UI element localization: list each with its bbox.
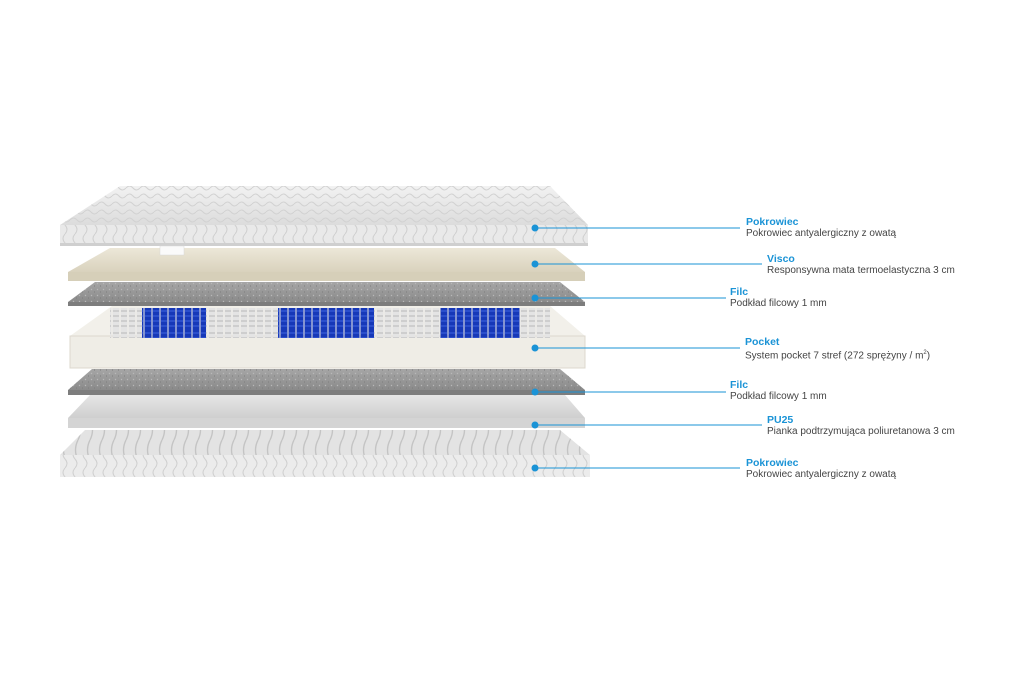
callout-visco [531, 260, 762, 268]
callout-cover-bottom [531, 464, 740, 472]
layer-description: Responsywna mata termoelastyczna 3 cm [767, 265, 955, 276]
layer-pu25 [68, 395, 585, 428]
layer-description: Pokrowiec antyalergiczny z owatą [746, 469, 897, 480]
callout-cover-top [531, 224, 740, 232]
layer-description: System pocket 7 stref (272 sprężyny / m2… [745, 350, 931, 362]
layer-description: Pokrowiec antyalergiczny z owatą [746, 228, 897, 239]
layer-visco [68, 248, 585, 281]
layer-title: Visco [767, 253, 795, 265]
label-visco: Visco Responsywna mata termoelastyczna 3… [767, 253, 955, 277]
layer-felt-top [68, 282, 585, 306]
callout-pocket [531, 344, 740, 352]
label-pocket: Pocket System pocket 7 stref (272 spręży… [745, 336, 931, 362]
layer-title: Pocket [745, 336, 780, 348]
layer-title: Filc [730, 379, 749, 391]
callout-felt-top [531, 294, 726, 302]
layer-title: PU25 [767, 414, 794, 426]
layer-title: Pokrowiec [746, 457, 799, 469]
callouts [531, 224, 762, 472]
cover-tag [159, 245, 185, 256]
label-felt-top: Filc Podkład filcowy 1 mm [730, 286, 827, 310]
layer-felt-bottom [68, 369, 585, 395]
layer-description: Pianka podtrzymująca poliuretanowa 3 cm [767, 426, 955, 437]
layer-cover-bottom [60, 430, 590, 477]
label-pu25: PU25 Pianka podtrzymująca poliuretanowa … [767, 414, 955, 438]
layer-cover-top [60, 186, 588, 256]
layer-description: Podkład filcowy 1 mm [730, 298, 827, 309]
callout-felt-bottom [531, 388, 726, 396]
layer-pocket [69, 306, 586, 369]
layer-title: Filc [730, 286, 749, 298]
label-cover-top: Pokrowiec Pokrowiec antyalergiczny z owa… [746, 216, 897, 240]
layer-description: Podkład filcowy 1 mm [730, 391, 827, 402]
callout-pu25 [531, 421, 762, 429]
label-cover-bottom: Pokrowiec Pokrowiec antyalergiczny z owa… [746, 457, 897, 481]
label-felt-bottom: Filc Podkład filcowy 1 mm [730, 379, 827, 403]
layer-title: Pokrowiec [746, 216, 799, 228]
